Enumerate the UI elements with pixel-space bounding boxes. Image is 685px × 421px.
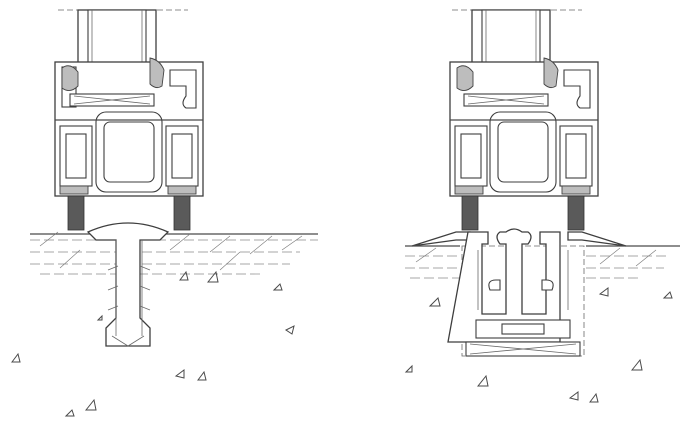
right-sill-wing-left [411, 231, 471, 247]
right-gasket-top-right [543, 57, 559, 89]
right-bottom-seal-left [454, 185, 484, 195]
left-floor-layer [30, 231, 318, 275]
left-gasket-top-right [149, 57, 165, 89]
left-section-drawing [11, 9, 318, 417]
right-support-block-right [567, 195, 585, 231]
left-aggregate-marks [11, 270, 295, 417]
right-floor-layer [405, 245, 680, 279]
right-sill-wing-right [567, 231, 627, 247]
left-gasket-top-left [61, 65, 79, 91]
right-aggregate-marks [404, 287, 673, 403]
right-frame-profile [449, 57, 599, 197]
left-bottom-seal-right [167, 185, 197, 195]
left-anchor-dowel [86, 222, 170, 347]
right-bottom-seal-right [561, 185, 591, 195]
left-frame-profile [54, 57, 204, 197]
left-support-block-right [173, 195, 191, 231]
right-section-drawing [404, 9, 680, 403]
right-gasket-top-left [456, 65, 474, 91]
right-subsill-profile [447, 228, 585, 357]
left-support-block-left [67, 195, 85, 231]
left-bottom-seal-left [59, 185, 89, 195]
right-support-block-left [461, 195, 479, 231]
